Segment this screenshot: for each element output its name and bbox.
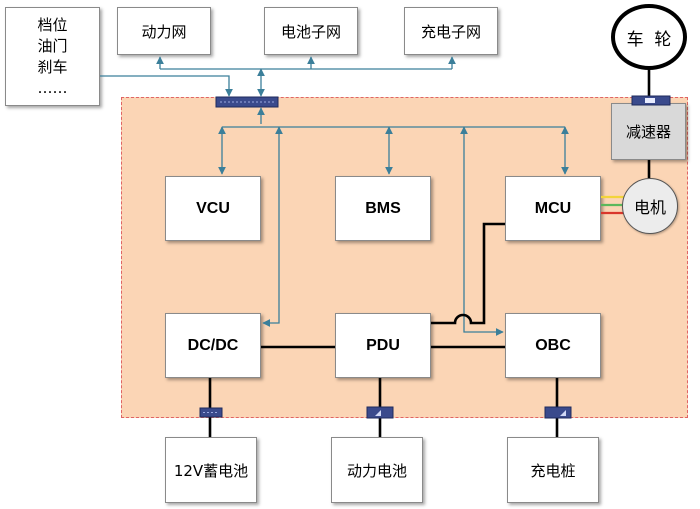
- bus-to-obc: [460, 126, 504, 336]
- battery-connector-mark: [375, 410, 381, 416]
- traction-battery-box: 动力电池: [331, 437, 423, 503]
- line-inputs-to-gateway: [100, 75, 233, 97]
- bms-label: BMS: [365, 199, 401, 217]
- charging-network-label: 充电子网: [420, 22, 481, 41]
- dcdc-label: DC/DC: [187, 336, 239, 354]
- input-gear: 档位: [37, 15, 68, 34]
- input-brake: 刹车: [37, 57, 68, 76]
- obc-label: OBC: [535, 336, 571, 354]
- traction-battery-label: 动力电池: [346, 461, 407, 480]
- battery-network-box: 电池子网: [264, 7, 358, 55]
- motor-circle: 电机: [622, 178, 678, 234]
- motor-label: 电机: [633, 198, 666, 217]
- vcu-box: VCU: [165, 176, 261, 241]
- power-line-pdu-mcu: [431, 222, 505, 325]
- input-throttle: 油门: [37, 36, 68, 55]
- driver-inputs-box: 档位 油门 刹车 ……: [5, 7, 100, 106]
- vcu-label: VCU: [196, 199, 230, 217]
- pdu-box: PDU: [335, 313, 431, 378]
- mcu-box: MCU: [505, 176, 601, 241]
- pdu-label: PDU: [366, 336, 400, 354]
- aux-battery-box: 12V蓄电池: [165, 437, 257, 503]
- wheel-circle: 车 轮: [611, 4, 687, 70]
- bms-box: BMS: [335, 176, 431, 241]
- connectors: [199, 95, 671, 419]
- mcu-label: MCU: [534, 199, 572, 217]
- reducer-box: 减速器: [611, 103, 686, 160]
- charger-connector: [544, 406, 572, 419]
- charger-box: 充电桩: [507, 437, 599, 503]
- obc-box: OBC: [505, 313, 601, 378]
- battery-network-label: 电池子网: [280, 22, 341, 41]
- wheel-connector-mark: [645, 98, 655, 103]
- wheel-label: 车 轮: [626, 29, 672, 50]
- gateway-connector: [215, 96, 279, 108]
- power-network-box: 动力网: [117, 7, 211, 55]
- dcdc-box: DC/DC: [165, 313, 261, 378]
- charger-label: 充电桩: [530, 461, 576, 480]
- charger-connector-mark: [560, 410, 566, 416]
- charging-network-box: 充电子网: [404, 7, 498, 55]
- aux-battery-label: 12V蓄电池: [173, 461, 249, 480]
- bus-to-dcdc: [262, 126, 283, 327]
- input-more: ……: [37, 78, 68, 97]
- reducer-label: 减速器: [625, 123, 671, 141]
- power-network-label: 动力网: [141, 22, 187, 41]
